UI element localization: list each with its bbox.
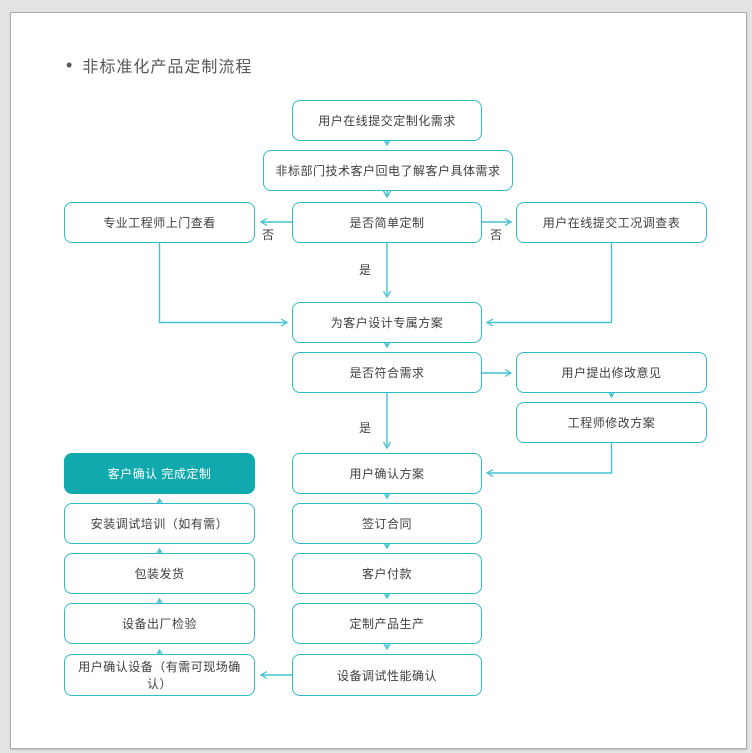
page-title-row: • 非标准化产品定制流程: [66, 53, 252, 77]
node-user-feedback: 用户提出修改意见: [516, 352, 707, 393]
edge-label-no-left: 否: [261, 228, 274, 242]
node-factory-inspection: 设备出厂检验: [64, 603, 255, 644]
node-confirm-plan: 用户确认方案: [292, 453, 482, 494]
arrow-revise-to-confirm-plan: [485, 443, 613, 478]
node-simple-custom-decision: 是否简单定制: [292, 202, 482, 243]
node-sign-contract: 签订合同: [292, 503, 482, 544]
node-user-confirm-device: 用户确认设备（有需可现场确认）: [64, 654, 255, 696]
node-install-training: 安装调试培训（如有需）: [64, 503, 255, 544]
node-shipping: 包装发货: [64, 553, 255, 594]
arrow-engineer-visit-to-design: [158, 243, 289, 327]
title-bullet-icon: •: [66, 55, 73, 75]
node-meets-needs-decision: 是否符合需求: [292, 352, 482, 393]
edge-label-yes-meets: 是: [358, 421, 371, 435]
node-payment: 客户付款: [292, 553, 482, 594]
page-title: 非标准化产品定制流程: [82, 59, 253, 76]
node-design-plan: 为客户设计专属方案: [292, 302, 482, 343]
edge-label-no-right: 否: [489, 228, 502, 242]
node-complete-custom: 客户确认 完成定制: [64, 453, 255, 494]
node-debug-confirm: 设备调试性能确认: [292, 654, 482, 696]
edge-label-yes-simple: 是: [358, 263, 371, 277]
node-engineer-revise: 工程师修改方案: [516, 402, 707, 443]
node-survey: 用户在线提交工况调查表: [516, 202, 707, 243]
node-production: 定制产品生产: [292, 603, 482, 644]
node-callback: 非标部门技术客户回电了解客户具体需求: [263, 150, 513, 191]
node-engineer-visit: 专业工程师上门查看: [64, 202, 255, 243]
arrow-survey-to-design: [485, 243, 613, 327]
node-submit-requirements: 用户在线提交定制化需求: [292, 100, 482, 141]
